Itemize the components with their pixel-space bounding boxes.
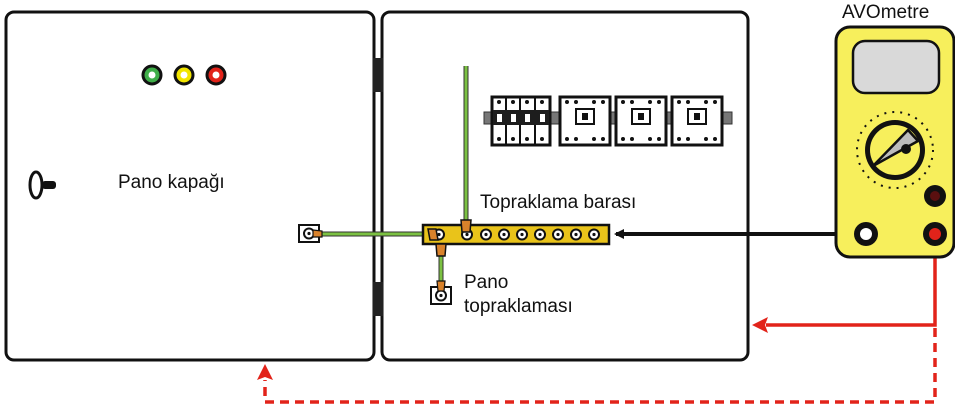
panel-ground-label-line2: topraklaması — [464, 296, 573, 317]
indicator-lamp-icon — [205, 64, 227, 86]
terminal-screw-icon — [430, 280, 452, 305]
terminal-screw-icon — [480, 228, 492, 241]
meter-jack-red — [923, 222, 947, 246]
contactor-icon — [558, 95, 612, 147]
meter-jack — [924, 185, 946, 207]
cable-lug — [435, 243, 447, 257]
terminal-screw-icon — [516, 228, 528, 241]
panel-ground-label-line1: Pano — [464, 272, 509, 293]
terminal-screw-icon — [570, 228, 582, 241]
terminal-screw-icon — [588, 228, 600, 241]
meter-dial-icon — [856, 111, 934, 189]
terminal-screw-icon — [534, 228, 546, 241]
hinge-bottom — [373, 282, 383, 316]
panel-door-label: Pano kapağı — [118, 172, 225, 193]
indicator-lamp-icon — [141, 64, 163, 86]
cable-lug — [427, 228, 439, 241]
terminal-screw-icon — [552, 228, 564, 241]
handle-icon — [28, 170, 56, 200]
contactor-icon — [614, 95, 668, 147]
probe-wire-red-dashed — [257, 328, 937, 404]
meter-label: AVOmetre — [842, 2, 930, 23]
cable-lug — [460, 219, 472, 233]
panel-door — [4, 10, 376, 362]
indicator-lamp-icon — [173, 64, 195, 86]
hinge-top — [373, 58, 383, 92]
meter-jack-com — [854, 222, 878, 246]
breaker-icon — [490, 95, 552, 147]
meter-display — [851, 39, 941, 95]
contactor-icon — [670, 95, 724, 147]
probe-wire-red — [752, 246, 937, 333]
terminal-screw-icon — [498, 228, 510, 241]
terminal-screw-icon — [298, 224, 323, 243]
multimeter — [834, 25, 955, 259]
ground-bar-label: Topraklama barası — [480, 192, 637, 213]
